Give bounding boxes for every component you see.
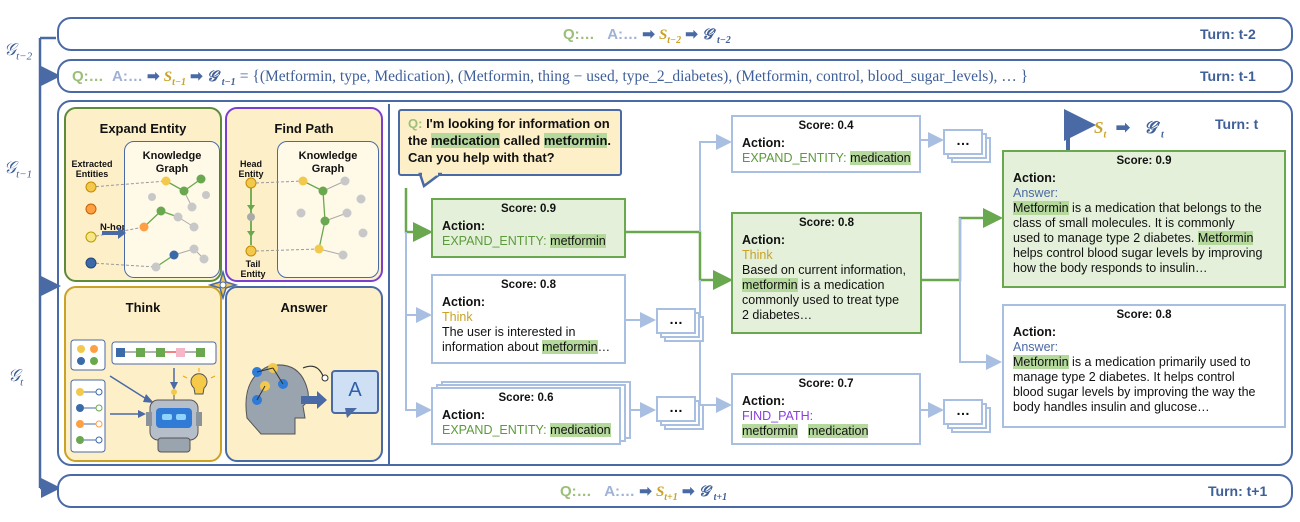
find-path-title: Find Path xyxy=(274,121,334,136)
expand-entity-panel: Expand Entity Extracted Entities N-hop K… xyxy=(64,107,222,282)
kg-label-line2: Graph xyxy=(155,163,189,175)
turn-t-plus-1-sequence: Q:… A:… ➡ St+1 ➡ 𝒢′t+1 xyxy=(560,483,728,503)
think-title: Think xyxy=(125,300,161,315)
entity-highlight: metformin xyxy=(742,424,798,438)
graph-label-t-minus-1: 𝒢t−1 xyxy=(4,158,33,181)
search-node-answer-best[interactable]: Score: 0.9 Action: Answer: Metformin is … xyxy=(1002,150,1286,288)
entity-highlight: Metformin xyxy=(1197,231,1254,245)
graph-label-t-minus-2: 𝒢t−2 xyxy=(4,40,33,63)
kg-label-line2: Graph xyxy=(311,163,345,175)
entities-label: Entities xyxy=(75,169,109,179)
entity-highlight: metformin xyxy=(543,133,608,148)
search-node-answer-alt[interactable]: Score: 0.8 Action: Answer: Metformin is … xyxy=(1002,304,1286,428)
turn-t-minus-1-bar xyxy=(57,59,1293,93)
answer-head-icon xyxy=(245,363,329,435)
search-node-expand-medication[interactable]: Score: 0.6 Action: EXPAND_ENTITY: medica… xyxy=(431,387,621,445)
collapsed-branch[interactable]: … xyxy=(656,308,696,334)
bubble-tail-icon xyxy=(345,408,357,418)
user-question-bubble: Q: I'm looking for information on the me… xyxy=(398,109,622,176)
search-node-think-1[interactable]: Score: 0.8 Action: Think The user is int… xyxy=(431,274,626,364)
arrow-icon: ➡ xyxy=(685,26,698,43)
search-node-find-path[interactable]: Score: 0.7 Action: FIND_PATH: metformin … xyxy=(731,373,921,445)
entity-highlight: Metformin xyxy=(1013,355,1069,369)
arrow-icon: ➡ xyxy=(639,483,652,500)
arrow-icon: ➡ xyxy=(147,68,160,85)
entity-highlight: Metformin xyxy=(1013,201,1069,215)
turn-t-minus-2-sequence: Q:… A:… ➡ St−2 ➡ 𝒢′t−2 xyxy=(563,26,731,46)
entity-highlight: medication xyxy=(808,424,869,438)
find-path-panel: Find Path Head Entity Tail Entity Knowle… xyxy=(225,107,383,282)
turn-t-minus-2-bar xyxy=(57,17,1293,51)
collapsed-branch[interactable]: … xyxy=(943,129,983,155)
expand-entity-title: Expand Entity xyxy=(99,121,187,136)
compass-star-icon xyxy=(208,270,238,300)
turn-t-minus-1-label: Turn: t-1 xyxy=(1200,68,1256,84)
collapsed-branch[interactable]: … xyxy=(943,399,983,425)
search-node-think-2[interactable]: Score: 0.8 Action: Think Based on curren… xyxy=(731,212,922,334)
triples-set: = {(Metformin, type, Medication), (Metfo… xyxy=(239,68,1029,85)
nhop-label: N-hop xyxy=(100,222,128,233)
entity-highlight: metformin xyxy=(550,234,606,248)
search-node-expand-medication-2[interactable]: Score: 0.4 Action: EXPAND_ENTITY: medica… xyxy=(731,115,921,173)
entity-highlight: metformin xyxy=(742,278,798,292)
kg-label-line1: Knowledge xyxy=(298,150,358,162)
head-entity-label: Entity xyxy=(238,169,264,179)
arrow-icon: ➡ xyxy=(190,68,203,85)
turn-t-plus-1-label: Turn: t+1 xyxy=(1208,483,1268,499)
kg-label-line1: Knowledge xyxy=(142,150,202,162)
tail-label: Tail xyxy=(245,259,261,269)
answer-title: Answer xyxy=(280,300,328,315)
answer-panel: Answer A xyxy=(225,286,383,462)
bubble-tail-icon xyxy=(418,172,442,188)
turn-t-minus-1-sequence: Q:… A:… ➡ St−1 ➡ 𝒢′t−1 = {(Metformin, ty… xyxy=(72,68,1029,88)
knowledge-graph-box: Knowledge Graph xyxy=(277,141,379,278)
entity-highlight: medication xyxy=(431,133,500,148)
arrow-icon: ➡ xyxy=(1115,118,1130,137)
tail-entity-label: Entity xyxy=(240,269,266,279)
answer-bubble-icon: A xyxy=(331,370,379,414)
think-panel: Think xyxy=(64,286,222,462)
expand-entity-graph-icon xyxy=(85,174,210,272)
search-node-expand-metformin[interactable]: Score: 0.9 Action: EXPAND_ENTITY: metfor… xyxy=(431,198,626,258)
arrow-icon: ➡ xyxy=(681,483,695,500)
turn-t-output: St ➡ 𝒢′t xyxy=(1094,118,1164,141)
find-path-graph-icon xyxy=(245,176,368,260)
extracted-label: Extracted xyxy=(71,159,113,169)
collapsed-branch[interactable]: … xyxy=(656,396,696,422)
turn-t-label: Turn: t xyxy=(1215,116,1259,132)
entity-highlight: metformin xyxy=(542,340,598,354)
graph-label-t: 𝒢t xyxy=(8,366,24,389)
entity-highlight: medication xyxy=(850,151,911,165)
turn-t-minus-2-label: Turn: t-2 xyxy=(1200,26,1256,42)
turn-t-frame xyxy=(57,100,1293,466)
turn-t-plus-1-bar xyxy=(57,474,1293,508)
arrow-icon: ➡ xyxy=(642,26,655,43)
think-reasoning-icon xyxy=(70,339,217,453)
entity-highlight: medication xyxy=(550,423,611,437)
head-label: Head xyxy=(239,159,262,169)
